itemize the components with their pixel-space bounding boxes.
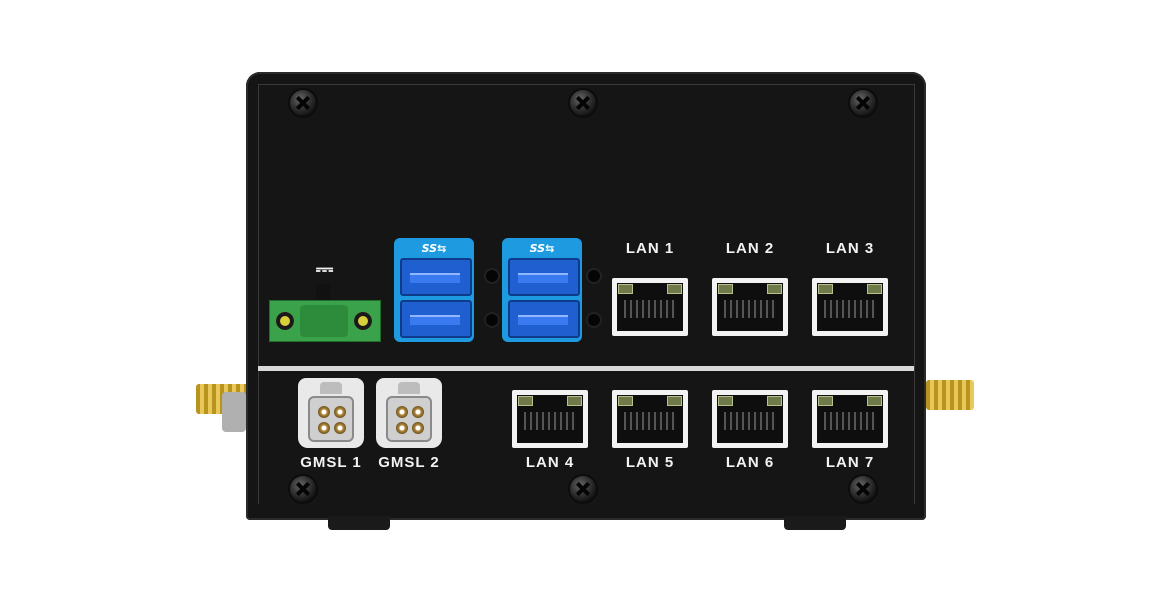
lan-port-1[interactable]	[612, 278, 688, 336]
terminal-screw	[276, 312, 294, 330]
dc-power-symbol: ⎓	[315, 256, 335, 281]
usb3-port[interactable]	[508, 258, 580, 296]
usb3-port[interactable]	[400, 258, 472, 296]
usb3-port-block-2[interactable]: SS⇆	[502, 238, 582, 342]
lan-port-6[interactable]	[712, 390, 788, 448]
panel-line	[914, 84, 915, 504]
lan-port-7[interactable]	[812, 390, 888, 448]
screw-icon	[850, 90, 876, 116]
screw-icon	[850, 476, 876, 502]
screw-icon	[570, 90, 596, 116]
lan-port-5[interactable]	[612, 390, 688, 448]
usb3-port-block-1[interactable]: SS⇆	[394, 238, 474, 342]
lan-port-3[interactable]	[812, 278, 888, 336]
antenna-connector-right	[926, 380, 974, 410]
panel-line	[258, 84, 914, 85]
lan-7-label: LAN 7	[825, 454, 875, 471]
gmsl-connector-1[interactable]	[298, 378, 364, 448]
lan-3-label: LAN 3	[825, 240, 875, 257]
terminal-plug	[300, 305, 348, 337]
led-indicator	[486, 270, 498, 282]
screw-icon	[290, 476, 316, 502]
lan-2-label: LAN 2	[725, 240, 775, 257]
panel-divider	[258, 366, 914, 371]
lan-4-label: LAN 4	[525, 454, 575, 471]
lan-port-4[interactable]	[512, 390, 588, 448]
usb-ss-badge: SS⇆	[421, 242, 447, 255]
antenna-nut-left	[222, 392, 246, 432]
screw-icon	[570, 476, 596, 502]
lan-5-label: LAN 5	[625, 454, 675, 471]
dc-power-terminal[interactable]	[269, 300, 381, 342]
gmsl-1-label: GMSL 1	[300, 454, 362, 471]
terminal-latch	[316, 284, 330, 302]
usb3-port[interactable]	[400, 300, 472, 338]
usb-ss-badge: SS⇆	[529, 242, 555, 255]
gmsl-2-label: GMSL 2	[378, 454, 440, 471]
usb3-port[interactable]	[508, 300, 580, 338]
lan-1-label: LAN 1	[625, 240, 675, 257]
gmsl-connector-2[interactable]	[376, 378, 442, 448]
panel-line	[258, 84, 259, 504]
led-indicator	[588, 270, 600, 282]
lan-6-label: LAN 6	[725, 454, 775, 471]
led-indicator	[588, 314, 600, 326]
screw-icon	[290, 90, 316, 116]
terminal-screw	[354, 312, 372, 330]
rubber-foot	[784, 516, 846, 530]
led-indicator	[486, 314, 498, 326]
lan-port-2[interactable]	[712, 278, 788, 336]
rubber-foot	[328, 516, 390, 530]
